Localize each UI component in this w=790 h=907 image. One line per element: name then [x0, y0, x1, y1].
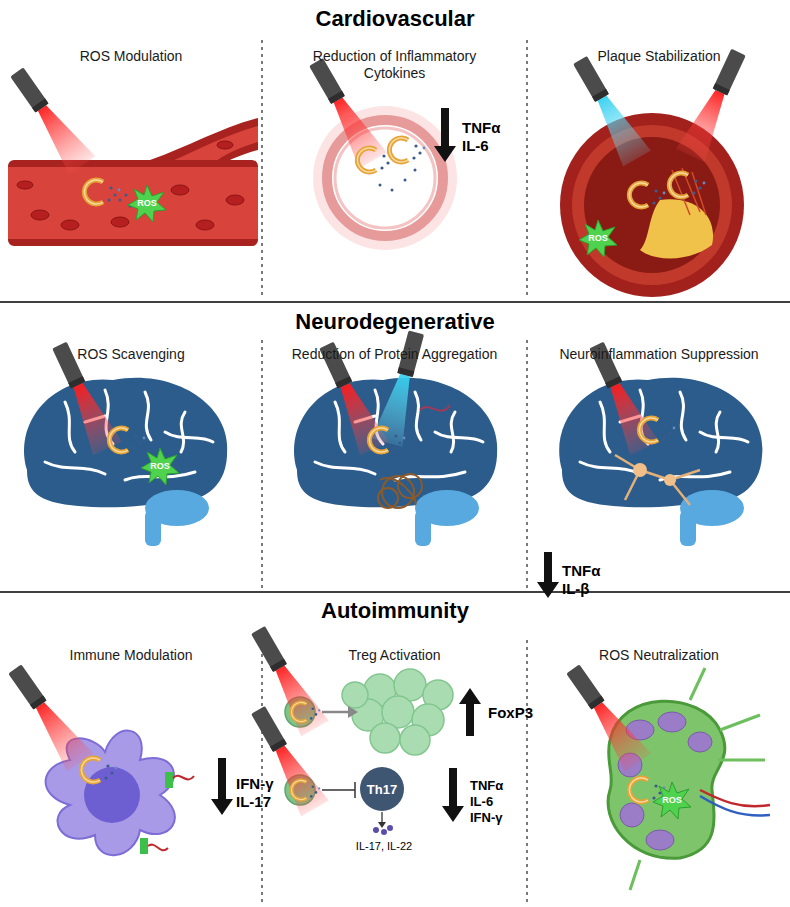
panel-title: ROS Neutralization	[534, 647, 784, 664]
panel-title: Neuroinflammation Suppression	[534, 346, 784, 363]
cytokine-label: FoxP3	[488, 704, 533, 721]
section-heading: Autoimmunity	[0, 598, 790, 624]
panel-title: Immune Modulation	[6, 647, 256, 664]
cytokine-label: IL-6	[462, 137, 489, 154]
panel-area: Immune Modulation	[0, 640, 262, 905]
panel-title: ROS Scavenging	[6, 346, 256, 363]
cytokine-label: IFN-γ	[470, 810, 503, 825]
cytokine-label: IL-6	[470, 794, 493, 809]
panel-title: Reduction of Protein Aggregation	[267, 346, 522, 363]
panel-area: Reduction of Inflammatory Cytokines	[263, 40, 526, 300]
panel-area: ROS Scavenging	[0, 340, 262, 590]
cytokine-label: TNFα	[462, 119, 500, 136]
section-band: CardiovascularROS Modulation Reduction of…	[0, 0, 790, 302]
cytokine-label: TNFα	[470, 778, 503, 793]
panel-title: Plaque Stabilization	[534, 48, 784, 65]
panel-area: Reduction of Protein Aggregation	[263, 340, 526, 590]
ros-tag: ROS	[662, 795, 682, 805]
cytokine-label: IL-β	[562, 580, 589, 597]
cell-label: Th17	[367, 782, 397, 797]
panel-area: ROS Neutralization	[528, 640, 790, 905]
panel-title: ROS Modulation	[6, 48, 256, 65]
panel-area: ROS Modulation	[0, 40, 262, 300]
panel-area: Treg ActivationTh17	[263, 640, 526, 905]
section-heading: Neurodegenerative	[0, 309, 790, 335]
cytokine-label: IFN-γ	[236, 775, 274, 792]
panel-area: Plaque Stabilization	[528, 40, 790, 300]
panel-area: Neuroinflammation Suppression	[528, 340, 790, 590]
cytokine-label: TNFα	[562, 562, 600, 579]
cytokine-label: IL-17, IL-22	[356, 840, 412, 852]
cytokine-label: IL-17	[236, 793, 271, 810]
section-band: NeurodegenerativeROS Scavenging Reduction…	[0, 305, 790, 591]
ros-tag: ROS	[588, 233, 608, 243]
ros-tag: ROS	[150, 461, 170, 471]
section-heading: Cardiovascular	[0, 6, 790, 32]
section-band: AutoimmunityImmune Modulation Treg Activa…	[0, 594, 790, 907]
panel-title: Treg Activation	[270, 647, 520, 664]
cell-circle: Th17	[360, 767, 404, 811]
panel-title: Reduction of Inflammatory Cytokines	[300, 48, 490, 82]
ros-tag: ROS	[137, 198, 157, 208]
